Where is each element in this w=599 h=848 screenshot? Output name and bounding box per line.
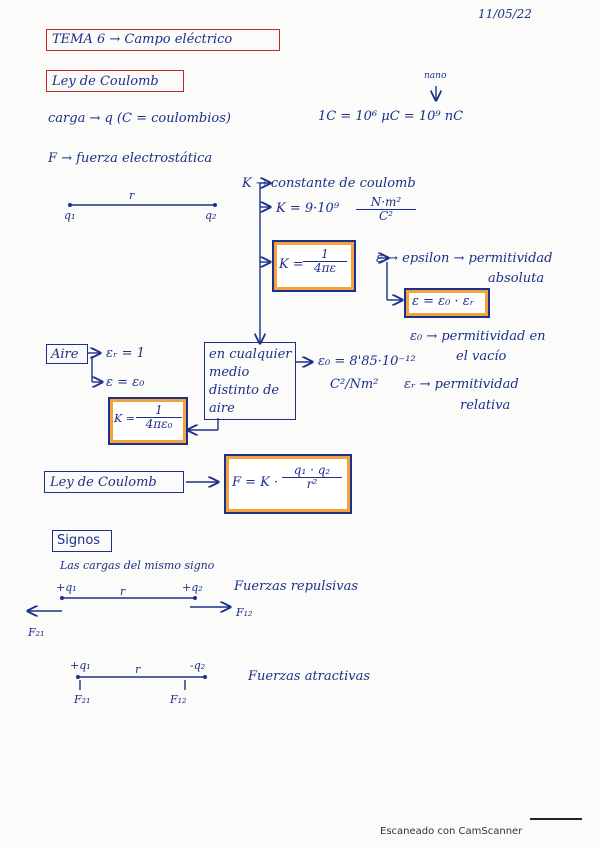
rep-q2: +q₂ (182, 581, 203, 594)
rep-q1: +q₁ (56, 581, 77, 594)
signos-subtitle: Las cargas del mismo signo (60, 559, 215, 572)
scanner-footer: Escaneado con CamScanner (380, 826, 523, 837)
k-formula-lhs: K = (279, 257, 304, 272)
epsr-definition: εᵣ → permitividad (404, 377, 519, 392)
epsilon-definition: ε → epsilon → permitividad (376, 251, 553, 266)
medio-line-4: aire (209, 401, 235, 416)
k-units-num: N·m² (356, 195, 416, 211)
eps0-units: C²/Nm² (330, 377, 379, 392)
date: 11/05/22 (478, 7, 532, 21)
eps0-definition: ε₀ → permitividad en (410, 329, 546, 344)
attractive-text: Fuerzas atractivas (248, 669, 371, 684)
aire-k-lhs: K = (114, 412, 135, 425)
page-title: TEMA 6 → Campo eléctrico (52, 32, 233, 47)
distance-label: r (129, 189, 135, 202)
repulsive-text: Fuerzas repulsivas (234, 579, 359, 594)
k-formula-box (272, 240, 356, 292)
law-formula-lhs: F = K · (232, 475, 279, 490)
k-units: N·m² C² (356, 195, 416, 224)
att-q2: -q₂ (190, 659, 206, 672)
aire-e: ε = ε₀ (106, 375, 145, 390)
law-formula-box (224, 454, 352, 514)
title-box (46, 29, 280, 51)
att-q1: +q₁ (70, 659, 91, 672)
signos-box (52, 530, 112, 552)
nano-note: nano (424, 71, 447, 81)
rep-f21: F₂₁ (28, 626, 45, 639)
att-f12: F₁₂ (170, 693, 187, 706)
page-edge-mark (530, 818, 582, 820)
rep-f12: F₁₂ (236, 606, 253, 619)
att-r: r (135, 663, 141, 676)
rep-r: r (120, 585, 126, 598)
k-units-den: C² (379, 209, 393, 224)
section-law-title: Ley de Coulomb (52, 74, 159, 89)
signos-title: Signos (57, 533, 101, 548)
force-line: F → fuerza electrostática (48, 151, 213, 166)
law-label: Ley de Coulomb (50, 475, 157, 490)
units-line: 1C = 10⁶ μC = 10⁹ nC (318, 109, 464, 124)
k-formula-frac: 1 4πε (303, 247, 347, 276)
q1-label: q₁ (64, 209, 76, 222)
q2-label: q₂ (205, 209, 217, 222)
aire-label: Aire (51, 347, 79, 362)
medio-box (204, 342, 296, 420)
aire-er: εᵣ = 1 (106, 346, 145, 361)
medio-line-2: medio (209, 365, 250, 380)
aire-k-frac: 1 4πε₀ (136, 403, 182, 432)
medio-line-1: en cualquier (209, 347, 292, 362)
epsr-definition-2: relativa (460, 398, 511, 413)
law-label-box (44, 471, 184, 493)
k-definition: K → constante de coulomb (242, 176, 416, 191)
epsilon-formula-box (404, 288, 490, 318)
law-formula-num: q₁ · q₂ (282, 463, 342, 479)
aire-k-den: 4πε₀ (145, 417, 173, 432)
section-law-box (46, 70, 184, 92)
k-formula-den: 4πε (314, 261, 336, 276)
aire-box (46, 344, 88, 364)
att-f21: F₂₁ (74, 693, 91, 706)
medio-line-3: distinto de (209, 383, 280, 398)
law-formula-den: r² (306, 477, 318, 492)
epsilon-definition-2: absoluta (488, 271, 545, 286)
k-value: K = 9·10⁹ (276, 201, 340, 216)
eps0-value: ε₀ = 8'85·10⁻¹² (318, 354, 416, 369)
charge-line: carga → q (C = coulombios) (48, 111, 231, 126)
aire-k-box (108, 397, 188, 445)
eps0-definition-2: el vacío (456, 349, 507, 364)
law-formula-frac: q₁ · q₂ r² (282, 463, 342, 492)
aire-k-num: 1 (136, 403, 182, 419)
epsilon-formula: ε = ε₀ · εᵣ (412, 294, 475, 309)
k-formula-num: 1 (303, 247, 347, 263)
